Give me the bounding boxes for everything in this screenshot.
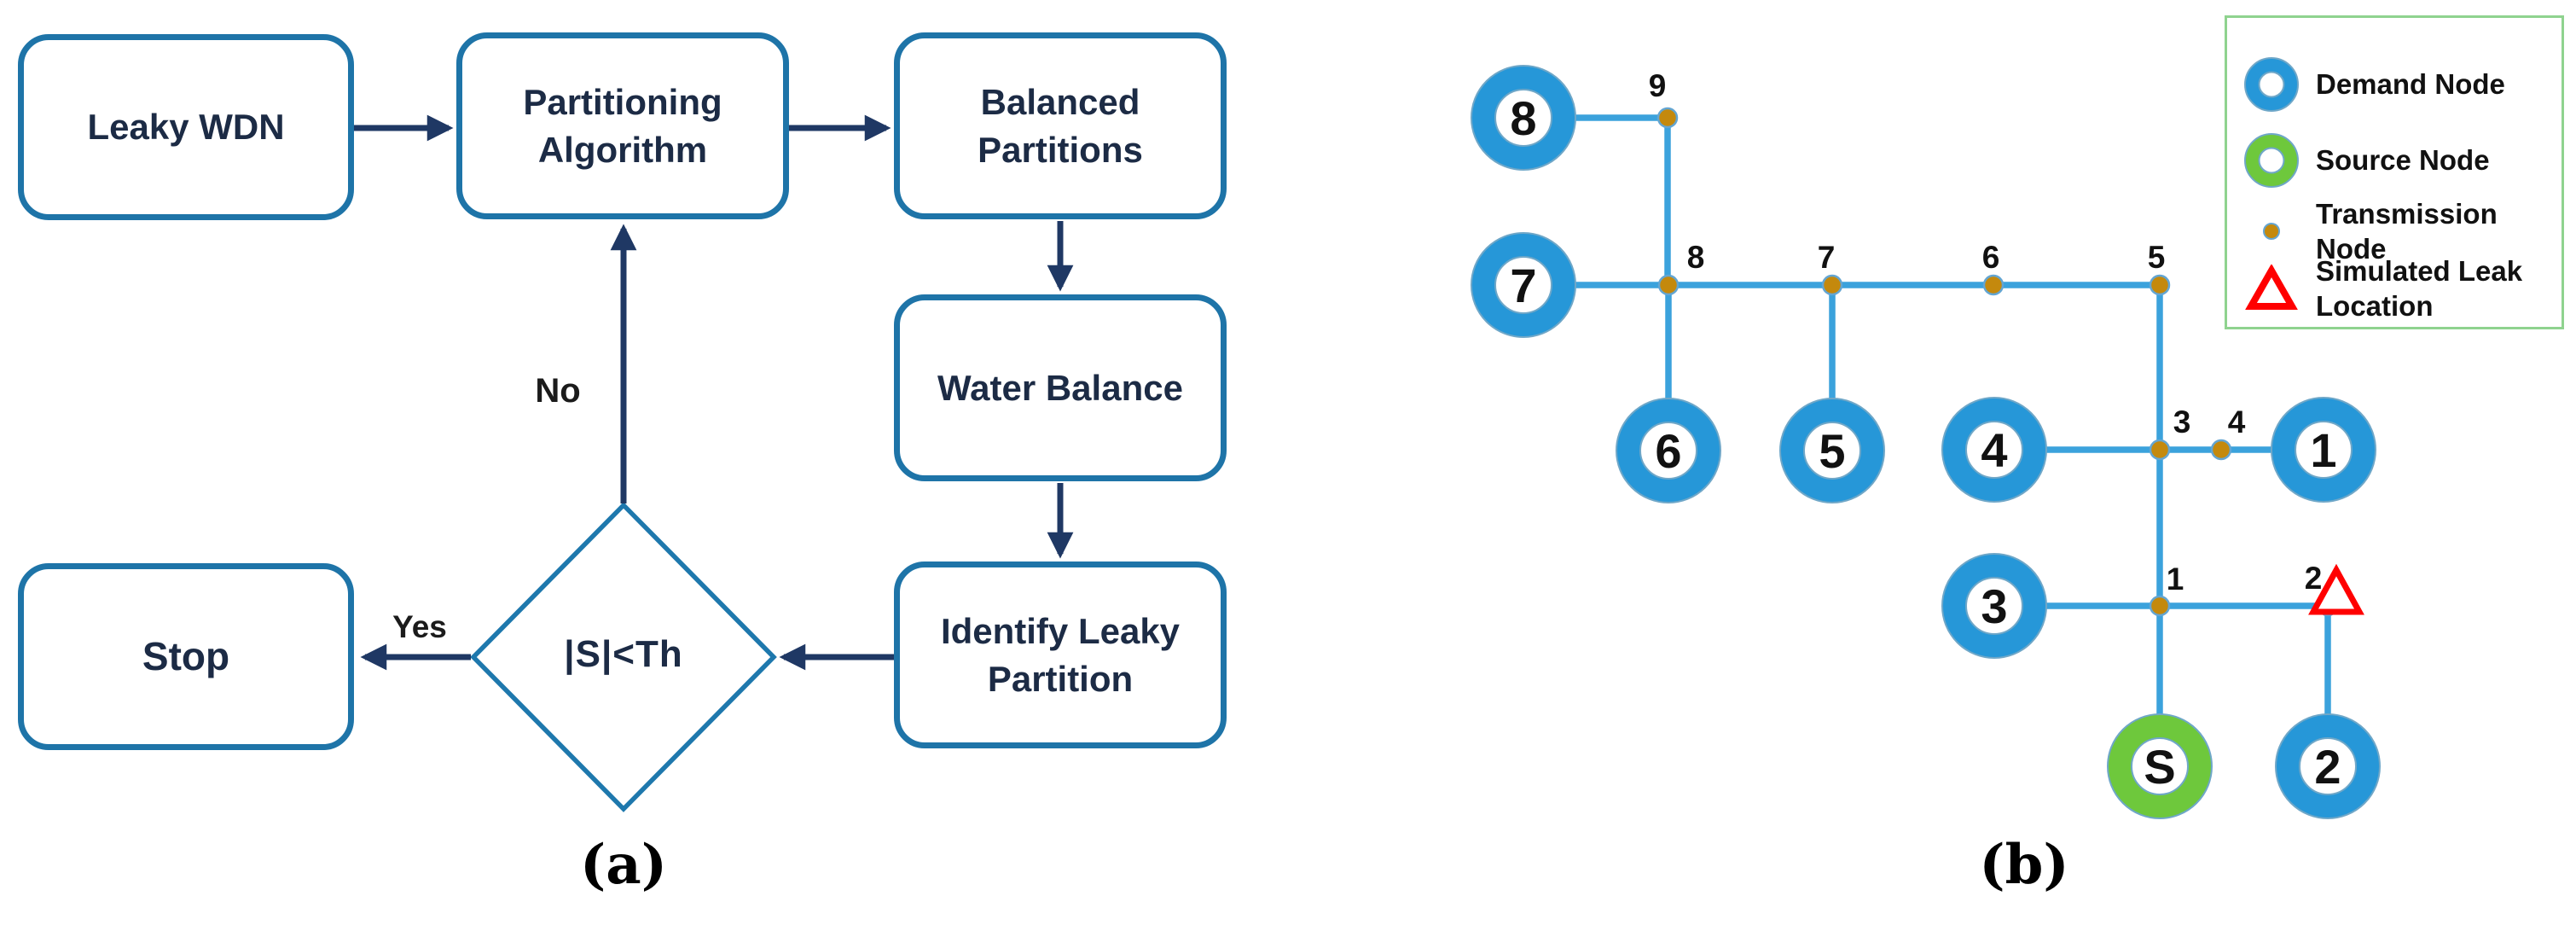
transmission-node-label: 7: [1818, 240, 1836, 275]
edge-label-no: No: [535, 372, 581, 410]
legend-row-demand: Demand Node: [2227, 54, 2555, 115]
transmission-node: [1656, 107, 1679, 129]
legend-label: Simulated Leak Location: [2316, 254, 2523, 322]
legend-label: Transmission Node: [2316, 197, 2498, 265]
legend-row-leak: Simulated Leak Location: [2227, 250, 2555, 327]
leak-icon: [2245, 265, 2298, 310]
legend-label: Source Node: [2316, 144, 2490, 177]
flowchart-box-stop: Stop: [18, 563, 354, 750]
source-node-icon: [2244, 133, 2299, 188]
decision-diamond: [470, 502, 777, 812]
flowchart-box-balanced-partitions: Balanced Partitions: [894, 32, 1227, 219]
transmission-node-label: 6: [1982, 240, 2000, 275]
demand-node-label: 7: [1510, 259, 1536, 312]
transmission-node-label: 1: [2167, 562, 2184, 596]
demand-node-label: 5: [1819, 424, 1845, 478]
legend-row-source: Source Node: [2227, 130, 2555, 191]
flowchart-box-identify-leaky-partition: Identify Leaky Partition: [894, 562, 1227, 748]
source-node-hole: [2131, 737, 2189, 795]
transmission-node: [1821, 274, 1843, 296]
transmission-node-label: 4: [2228, 404, 2246, 439]
demand-node-label: 3: [1981, 579, 2007, 633]
transmission-node-icon: [2263, 223, 2280, 240]
transmission-node-label: 2: [2305, 561, 2323, 596]
network-legend: Demand Node Source Node Transmission Nod…: [2225, 15, 2564, 329]
demand-node-hole: [1494, 89, 1552, 147]
demand-node-label: 2: [2314, 740, 2341, 794]
transmission-node-label: 9: [1649, 68, 1667, 103]
demand-node-hole: [1494, 256, 1552, 314]
flowchart-arrows: [354, 114, 1074, 671]
demand-node-hole: [1639, 422, 1697, 480]
simulated-leak-marker: [2308, 563, 2364, 615]
demand-node-label: 4: [1981, 423, 2007, 477]
transmission-node: [1657, 274, 1680, 296]
flowchart-box-partitioning-algorithm: Partitioning Algorithm: [456, 32, 789, 219]
decision-label: |S|<Th: [564, 633, 683, 675]
legend-label: Demand Node: [2316, 68, 2505, 101]
transmission-node-label: 5: [2148, 240, 2166, 275]
source-node-label: S: [2144, 740, 2175, 794]
transmission-node: [2210, 439, 2232, 461]
flowchart-box-label: Leaky WDN: [87, 107, 285, 148]
demand-node-icon: [2244, 57, 2299, 112]
transmission-node: [2149, 439, 2171, 461]
demand-node-label: 1: [2310, 423, 2336, 477]
transmission-node: [2149, 274, 2171, 296]
demand-node-hole: [2299, 737, 2357, 795]
panel-a-label: (a): [579, 833, 668, 897]
flowchart-box-label: Stop: [142, 634, 230, 679]
legend-row-transmission: Transmission Node: [2227, 198, 2555, 265]
flowchart-box-label: Partitioning Algorithm: [523, 82, 722, 170]
panel-b-label: (b): [1979, 833, 2069, 897]
demand-node-hole: [1965, 421, 2023, 479]
transmission-node-label: 8: [1687, 240, 1705, 275]
flowchart-box-leaky-wdn: Leaky WDN: [18, 34, 354, 220]
transmission-node: [2149, 595, 2171, 617]
flowchart-box-water-balance: Water Balance: [894, 294, 1227, 481]
flowchart-box-label: Identify Leaky Partition: [940, 611, 1181, 699]
transmission-node-label: 3: [2173, 404, 2191, 439]
edge-label-yes: Yes: [392, 609, 447, 644]
demand-node-hole: [2295, 421, 2353, 479]
transmission-node: [1982, 274, 2005, 296]
demand-node-hole: [1803, 422, 1861, 480]
demand-node-label: 6: [1655, 424, 1681, 478]
flowchart-box-label: Water Balance: [937, 367, 1183, 408]
flowchart-box-label: Balanced Partitions: [978, 82, 1143, 170]
demand-node-label: 8: [1510, 91, 1536, 145]
demand-node-hole: [1965, 577, 2023, 635]
